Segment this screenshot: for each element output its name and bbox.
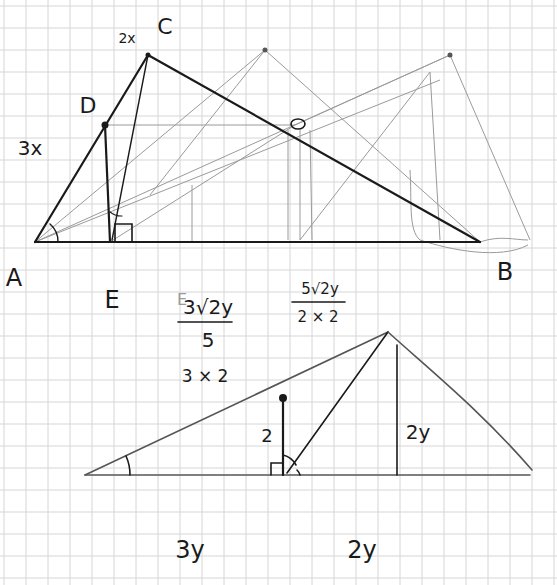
grid-line [0,204,557,205]
faint-line [300,72,430,240]
point-label: B [497,260,513,284]
side-line [388,332,532,470]
length-label: 2 [261,427,272,445]
slant-line [287,332,388,473]
grid-line [0,270,557,271]
grid-line [0,182,557,183]
grid-line [0,6,557,7]
base-line [85,474,530,476]
angle-mark [126,456,130,475]
grid-line [0,512,557,513]
height-2y [396,345,398,475]
length-label: 2y [406,422,431,442]
length-expression: 2 × 2 [297,310,338,325]
fraction-bar [178,321,232,323]
grid-line [0,534,557,535]
faint-curve [480,238,528,242]
grid-line [0,248,557,249]
fraction-bar [292,301,345,303]
length-label: 2y [347,538,376,562]
point-label: E [104,288,119,312]
faint-line [295,55,450,125]
grid-line [0,226,557,227]
grid-line [0,402,557,403]
grid-line [0,138,557,139]
faint-line [192,185,193,242]
right-angle-mark [271,463,283,475]
length-label: 3y [175,538,204,562]
side-cb [148,55,480,242]
grid-line [0,490,557,491]
faint-line [35,50,265,242]
angle-mark [110,212,122,216]
triangle-abc [35,55,480,242]
length-expression: 5√2y [301,282,339,297]
grid-line [0,292,557,293]
faint-line [288,130,289,240]
grid-line [0,72,557,73]
faint-line [110,125,295,242]
grid-line [0,28,557,29]
grid-line [0,336,557,337]
point-mark [279,394,287,402]
faint-line [300,130,301,240]
point-label: D [80,95,97,117]
right-angle-mark [115,224,132,242]
point-mark [448,53,453,58]
side-ac [35,55,148,242]
grid-line [0,314,557,315]
grid-line [0,468,557,469]
angle-mark [297,470,300,475]
grid-line [0,446,557,447]
grid-line [0,578,557,579]
faint-line [265,50,480,242]
point-c [146,53,151,58]
faint-line [35,55,450,242]
length-expression: 3√2y [183,297,233,317]
grid-line [0,358,557,359]
faint-line [450,55,530,240]
point-mark [291,119,305,129]
grid-line [0,50,557,51]
point-d [102,122,109,129]
lower-sketch [85,302,532,475]
angle-mark [283,455,296,465]
hypotenuse [85,332,388,475]
segment-ce [112,55,148,240]
segment-de [105,125,110,242]
length-label: 2x [118,31,135,45]
length-label: 3x [18,138,43,158]
side-ab [35,241,480,243]
point-label: A [6,266,22,290]
faint-line [105,125,295,126]
angle-mark [50,224,58,242]
grid-line [0,556,557,557]
length-expression: 5 [202,330,215,350]
point-label: C [157,16,172,38]
point-mark [263,48,268,53]
construction-lines [35,50,530,253]
length-expression: 3 × 2 [182,368,229,385]
grid-line [0,424,557,425]
grid-line [0,380,557,381]
